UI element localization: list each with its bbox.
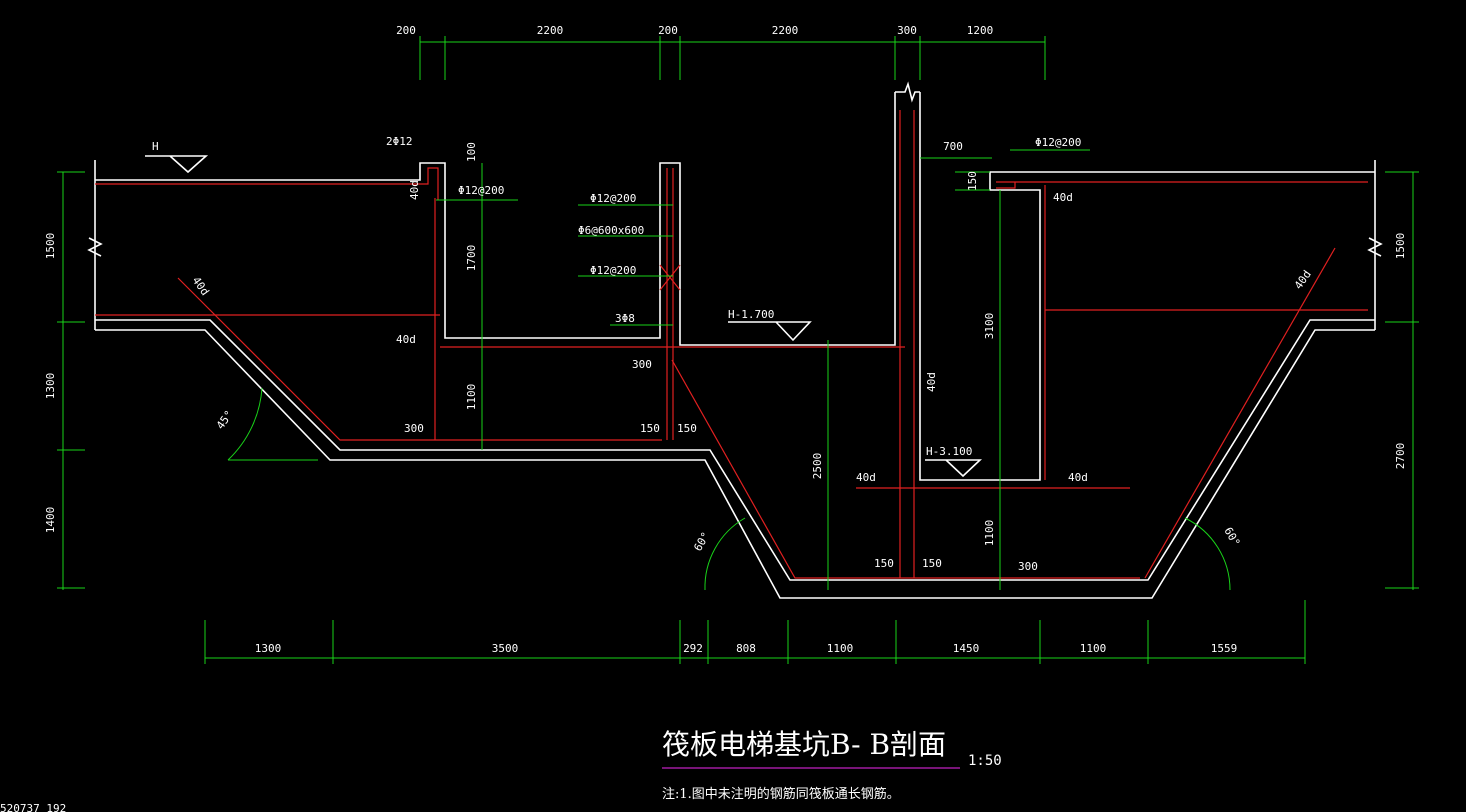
inner-dim-1700: 1700 [465, 245, 478, 272]
anchor-40d-h: 40d [1292, 268, 1314, 292]
bar-label-phi12-a: Φ12@200 [458, 184, 504, 197]
level-label-h1700: H-1.700 [728, 308, 774, 321]
bar-label-phi12-d: Φ12@200 [1035, 136, 1081, 149]
level-label-h3100: H-3.100 [926, 445, 972, 458]
rebar-lines [95, 110, 1368, 579]
top-dim-4: 2200 [772, 24, 799, 37]
left-dim-2: 1300 [44, 373, 57, 400]
rebar-mid-slope [671, 359, 1140, 579]
outline-bottom-skin [95, 329, 1375, 599]
title-block: 筏板电梯基坑B- B剖面 1:50 注:1.图中未注明的钢筋同筏板通长钢筋。 5… [0, 728, 1002, 812]
anchor-40d-b: 40d [190, 274, 212, 298]
bottom-dim-3: 292 [683, 642, 703, 655]
level-symbol-h1700 [728, 321, 812, 342]
top-dim-3: 200 [658, 24, 678, 37]
outline-right-top [919, 92, 1375, 481]
rebar-top-left [95, 167, 439, 200]
top-dim-6: 1200 [967, 24, 994, 37]
dim-300-b: 300 [632, 358, 652, 371]
bottom-dim-2: 3500 [492, 642, 519, 655]
anchor-40d-a: 40d [408, 180, 421, 200]
inner-dim-1100-a: 1100 [465, 384, 478, 411]
angle-arc-60-left [704, 517, 746, 591]
left-dim-3: 1400 [44, 507, 57, 534]
dim-150-d: 150 [922, 557, 942, 570]
break-symbol-right [1367, 237, 1383, 257]
inner-dim-700-text: 700 [943, 140, 963, 153]
anchor-40d-c: 40d [396, 333, 416, 346]
dim-150-b: 150 [677, 422, 697, 435]
level-symbol-h3100 [925, 459, 983, 478]
angle-label-60-left: 60° [691, 530, 712, 554]
bottom-dim-1: 1300 [255, 642, 282, 655]
section-outline [87, 81, 1383, 599]
anchor-40d-e: 40d [856, 471, 876, 484]
left-dim-1: 1500 [44, 233, 57, 260]
anchor-40d-g: 40d [1053, 191, 1073, 204]
inner-dimensions: 100 1700 1100 700 150 3100 1100 2500 [465, 140, 996, 546]
outline-left-top [95, 92, 896, 346]
inner-dim-3100: 3100 [983, 313, 996, 340]
inner-dim-100: 100 [465, 142, 478, 162]
drawing-note: 注:1.图中未注明的钢筋同筏板通长钢筋。 [662, 786, 900, 802]
bottom-dim-7: 1100 [1080, 642, 1107, 655]
break-symbol-top [895, 81, 920, 103]
dim-300-c: 300 [1018, 560, 1038, 573]
angle-label-60-right: 60° [1221, 525, 1242, 549]
bar-label-phi12-b: Φ12@200 [590, 192, 636, 205]
bar-label-3phi8: 3Φ8 [615, 312, 635, 325]
rebar-right-slope [1144, 247, 1336, 579]
right-dim-2: 2700 [1394, 443, 1407, 470]
level-symbol-h [145, 155, 209, 174]
top-dim-2: 2200 [537, 24, 564, 37]
right-dim-1: 1500 [1394, 233, 1407, 260]
corner-coordinate: 520737 192 [0, 802, 66, 812]
annotations: H H-1.700 H-3.100 2Φ12 Φ12@200 Φ12@200 Φ… [152, 135, 1314, 573]
angle-label-45: 45° [214, 408, 236, 432]
dim-300-a: 300 [404, 422, 424, 435]
top-dim-5: 300 [897, 24, 917, 37]
dimension-lines [57, 36, 1419, 664]
bottom-dim-5: 1100 [827, 642, 854, 655]
outline-left-bottom [95, 319, 1375, 581]
break-symbol-left [87, 237, 103, 257]
left-dimensions: 1500 1300 1400 [44, 233, 57, 534]
bottom-dim-6: 1450 [953, 642, 980, 655]
bar-label-2phi12: 2Φ12 [386, 135, 413, 148]
drawing-scale: 1:50 [968, 753, 1002, 769]
bar-label-phi12-c: Φ12@200 [590, 264, 636, 277]
anchor-40d-f: 40d [1068, 471, 1088, 484]
angle-arc-60-right [1184, 517, 1231, 591]
inner-dim-1100-b: 1100 [983, 520, 996, 547]
bottom-dimensions: 1300 3500 292 808 1100 1450 1100 1559 [255, 642, 1238, 655]
bottom-dim-4: 808 [736, 642, 756, 655]
dim-150-a: 150 [640, 422, 660, 435]
top-dimensions: 200 2200 200 2200 300 1200 [396, 24, 993, 37]
drawing-title: 筏板电梯基坑B- B剖面 [662, 728, 946, 761]
top-dim-1: 200 [396, 24, 416, 37]
rebar-left-slope [177, 277, 662, 441]
inner-dim-2500: 2500 [811, 453, 824, 480]
rebar-x-mark-b [659, 264, 681, 291]
right-dimensions: 1500 2700 [1394, 233, 1407, 470]
bar-label-phi6: Φ6@600x600 [578, 224, 644, 237]
anchor-40d-d: 40d [925, 372, 938, 392]
dim-150-c: 150 [874, 557, 894, 570]
angle-arc-45 [227, 387, 263, 461]
inner-dim-150-text: 150 [966, 171, 979, 191]
rebar-right-hook [996, 182, 1016, 189]
bottom-dim-8: 1559 [1211, 642, 1238, 655]
level-label-h: H [152, 140, 159, 153]
